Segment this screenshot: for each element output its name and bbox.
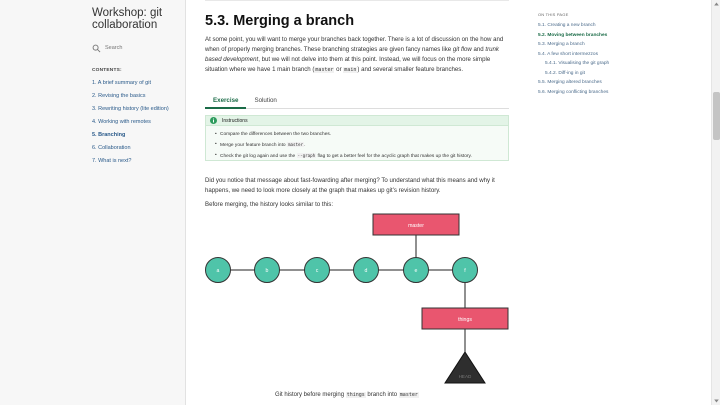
git-history-graph: master things HEAD a b c d e f	[205, 213, 509, 384]
info-icon	[210, 117, 217, 124]
instructions-list: Compare the differences between the two …	[206, 126, 508, 162]
caption-code-things: things	[345, 392, 366, 398]
caption-code-master: master	[398, 392, 419, 398]
instruction-text: Check the git log again and use the	[220, 154, 297, 159]
instruction-text: Merge your feature branch into	[220, 143, 287, 148]
instruction-text: Compare the differences between the two …	[220, 132, 332, 137]
instruction-item: Check the git log again and use the --gr…	[215, 151, 508, 162]
site-title[interactable]: Workshop: git collaboration	[92, 7, 163, 31]
sidebar: Workshop: git collaboration CONTENTS: 1.…	[0, 0, 186, 405]
search-input[interactable]	[105, 45, 175, 51]
toc-list: 5.1. Creating a new branch 5.2. Moving b…	[538, 21, 638, 97]
search-box[interactable]	[92, 42, 182, 54]
scroll-down-arrow-icon[interactable]	[713, 398, 720, 404]
figure-caption: Git history before merging things branch…	[275, 392, 419, 398]
nav-item-collaboration[interactable]: 6. Collaboration	[92, 145, 131, 151]
toc-item-visualising-graph[interactable]: 5.4.1. Visualising the git graph	[545, 61, 610, 66]
nav-item-whats-next[interactable]: 7. What is next?	[92, 158, 132, 164]
tab-exercise[interactable]: Exercise	[205, 95, 247, 109]
nav-item-summary[interactable]: 1. A brief summary of git	[92, 80, 151, 86]
instruction-code: --graph	[296, 153, 317, 158]
intro-paragraph: At some point, you will want to merge yo…	[205, 35, 509, 75]
nav-item-basics[interactable]: 2. Revising the basics	[92, 93, 146, 99]
tab-solution[interactable]: Solution	[254, 97, 277, 104]
intro-text-4: or	[334, 66, 344, 73]
instructions-header: Instructions	[206, 116, 508, 126]
commit-node-a	[205, 257, 231, 283]
things-branch-box	[421, 307, 509, 330]
nav-list: 1. A brief summary of git 2. Revising th…	[92, 80, 184, 171]
toc-item-merging-altered[interactable]: 5.5. Merging altered branches	[538, 80, 602, 85]
before-merging-paragraph: Before merging, the history looks simila…	[205, 201, 334, 208]
toc-item-diffing[interactable]: 5.4.2. Diff-ing in git	[545, 70, 585, 76]
master-branch-box	[372, 213, 460, 236]
contents-caption: CONTENTS:	[92, 68, 122, 73]
intro-text-2: and	[471, 46, 486, 53]
commit-node-d	[353, 257, 379, 283]
things-branch-label: things	[458, 317, 472, 323]
toc-item-moving-between-branches[interactable]: 5.2. Moving between branches	[538, 32, 608, 38]
intro-text-5: ) and several smaller feature branches.	[357, 66, 464, 73]
top-divider	[205, 0, 509, 1]
search-icon	[92, 44, 101, 52]
instruction-item: Merge your feature branch into master.	[215, 140, 508, 151]
toc-item-merging-conflicting[interactable]: 5.6. Merging conflicting branches	[538, 89, 609, 95]
commit-node-f	[452, 257, 478, 283]
instructions-box: Instructions Compare the differences bet…	[205, 115, 509, 161]
caption-text: branch into	[365, 392, 399, 398]
intro-code-master: master	[314, 67, 335, 73]
master-branch-label: master	[408, 223, 424, 229]
page-toc: ON THIS PAGE 5.1. Creating a new branch …	[538, 12, 638, 97]
head-label: HEAD	[459, 374, 472, 379]
main-content: 5.3. Merging a branch At some point, you…	[205, 0, 509, 405]
intro-text-1: At some point, you will want to merge yo…	[205, 36, 504, 53]
toc-caption: ON THIS PAGE	[538, 12, 569, 17]
toc-item-creating-branch[interactable]: 5.1. Creating a new branch	[538, 23, 596, 28]
head-marker	[444, 351, 486, 384]
intro-text-3: , but we will not delve into them at thi…	[205, 56, 491, 73]
commit-nodes: a b c d e f	[205, 257, 478, 283]
commit-node-b	[254, 257, 280, 283]
scroll-up-arrow-icon[interactable]	[713, 1, 720, 7]
commit-label-e: e	[415, 268, 418, 274]
instructions-title: Instructions	[222, 117, 248, 124]
page-title: 5.3. Merging a branch	[205, 13, 355, 29]
instruction-item: Compare the differences between the two …	[215, 130, 508, 140]
instruction-text: .	[304, 143, 306, 148]
instruction-code: master	[286, 142, 305, 147]
toc-item-merging-branch[interactable]: 5.3. Merging a branch	[538, 42, 585, 47]
vertical-scrollbar[interactable]	[711, 0, 720, 405]
nav-item-remotes[interactable]: 4. Working with remotes	[92, 119, 151, 125]
nav-item-rewriting-history[interactable]: 3. Rewriting history (lite edition)	[92, 106, 169, 112]
caption-text: Git history before merging	[275, 392, 346, 398]
commit-label-f: f	[464, 268, 466, 274]
scrollbar-thumb[interactable]	[713, 92, 720, 140]
nav-item-branching[interactable]: 5. Branching	[92, 132, 126, 138]
commit-label-b: b	[266, 268, 269, 274]
commit-label-d: d	[365, 268, 368, 274]
toc-item-intermezzos[interactable]: 5.4. A few short intermezzos	[538, 51, 598, 57]
commit-label-c: c	[316, 268, 319, 274]
fast-forward-paragraph: Did you notice that message about fast-f…	[205, 177, 495, 194]
commit-label-a: a	[217, 268, 220, 274]
commit-node-e	[403, 257, 429, 283]
intro-code-main: main	[343, 67, 358, 73]
commit-node-c	[304, 257, 330, 283]
instruction-text: flag to get a better feel for the acycli…	[316, 154, 472, 159]
intro-trunk-based: trunk based development	[205, 46, 499, 63]
exercise-tabs: Exercise Solution	[205, 95, 509, 109]
intro-git-flow: git flow	[452, 46, 472, 53]
